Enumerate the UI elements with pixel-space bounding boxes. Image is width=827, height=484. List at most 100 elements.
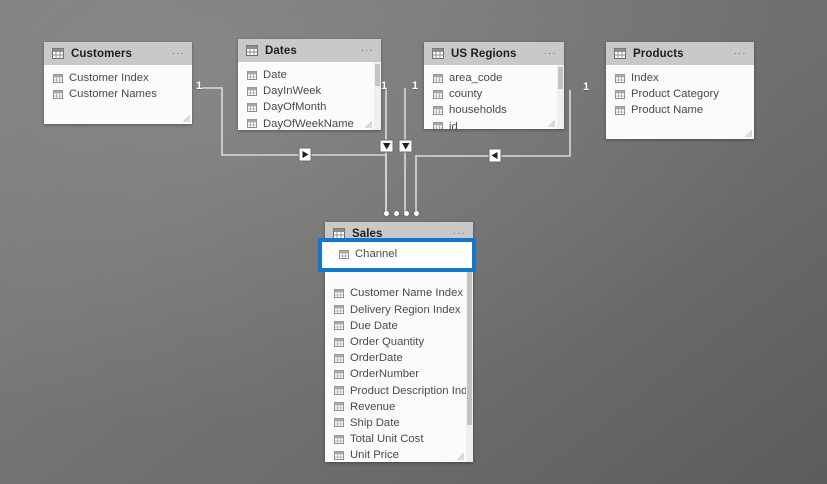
field-grid-icon — [433, 122, 443, 129]
field-grid-icon — [334, 434, 344, 444]
table-card-us-regions[interactable]: US Regions ... area_code county househol… — [424, 42, 564, 129]
scrollbar-thumb[interactable] — [467, 247, 472, 425]
relationship-arrow-markers — [298, 139, 502, 163]
field-row[interactable]: area_code — [424, 70, 564, 86]
field-grid-icon — [615, 73, 625, 83]
field-label: county — [449, 88, 483, 101]
field-row[interactable]: Index — [606, 70, 754, 86]
field-row[interactable]: Product Name — [606, 102, 754, 118]
field-row[interactable]: Revenue — [325, 399, 473, 415]
field-row[interactable]: households — [424, 102, 564, 118]
table-card-dates[interactable]: Dates ... Date DayInWeek DayOfMonth DayO… — [238, 39, 381, 130]
table-fields-customers: Customer Index Customer Names — [44, 65, 192, 102]
field-grid-icon — [334, 353, 344, 363]
relationship-endpoint-dot — [394, 211, 399, 216]
table-title-products: Products — [633, 47, 684, 60]
field-row[interactable]: OrderNumber — [325, 366, 473, 382]
cardinality-label-dates: 1 — [381, 80, 388, 92]
resize-grip-icon[interactable] — [548, 120, 555, 127]
field-label: Delivery Region Index — [350, 303, 461, 316]
table-scrollbar-us-regions[interactable] — [557, 65, 564, 129]
table-header-us-regions[interactable]: US Regions ... — [424, 42, 564, 65]
field-label: Ship Date — [350, 416, 400, 429]
field-row[interactable]: DayInWeek — [238, 83, 381, 99]
arrow-down-icon-dates — [379, 139, 394, 153]
arrow-left-icon-products — [488, 148, 502, 163]
field-grid-icon — [334, 386, 344, 396]
field-label: DayOfWeekName — [263, 117, 354, 130]
table-scrollbar-dates[interactable] — [374, 62, 381, 130]
field-label: households — [449, 104, 507, 117]
table-title-sales: Sales — [352, 227, 383, 240]
cardinality-label-customers: 1 — [196, 80, 203, 92]
table-menu-icon-us-regions[interactable]: ... — [543, 45, 557, 57]
table-card-products[interactable]: Products ... Index Product Category Prod… — [606, 42, 754, 139]
resize-grip-icon[interactable] — [457, 453, 464, 460]
field-grid-icon — [334, 337, 344, 347]
table-scrollbar-sales[interactable] — [466, 245, 473, 462]
field-label: Customer Name Index — [350, 287, 464, 300]
field-grid-icon — [334, 321, 344, 331]
field-row[interactable]: id — [424, 119, 564, 129]
field-row[interactable]: Customer Names — [44, 86, 192, 102]
field-label: Product Description Index — [350, 384, 473, 397]
table-card-customers[interactable]: Customers ... Customer Index Customer Na… — [44, 42, 192, 124]
selected-field-row-channel[interactable]: Channel — [330, 246, 397, 262]
field-label: Index — [631, 72, 659, 85]
resize-grip-icon[interactable] — [365, 121, 372, 128]
field-label: Due Date — [350, 319, 398, 332]
field-row[interactable]: Customer Name Index — [325, 285, 473, 301]
field-grid-icon — [53, 73, 63, 83]
field-label: Product Category — [631, 88, 719, 101]
table-header-customers[interactable]: Customers ... — [44, 42, 192, 65]
resize-grip-icon[interactable] — [745, 130, 752, 137]
selected-field-label: Channel — [355, 248, 398, 260]
scrollbar-thumb[interactable] — [558, 67, 563, 89]
field-row[interactable]: OrderDate — [325, 350, 473, 366]
field-label: DayInWeek — [263, 85, 322, 98]
field-grid-icon — [334, 418, 344, 428]
field-row[interactable]: Unit Price — [325, 447, 473, 462]
field-label: Product Name — [631, 104, 704, 117]
field-row[interactable]: Customer Index — [44, 70, 192, 86]
field-grid-icon — [334, 402, 344, 412]
cardinality-label-products: 1 — [583, 81, 590, 93]
table-header-products[interactable]: Products ... — [606, 42, 754, 65]
field-row[interactable]: Due Date — [325, 318, 473, 334]
field-row[interactable]: Delivery Region Index — [325, 302, 473, 318]
field-row[interactable]: DayOfMonth — [238, 99, 381, 115]
field-grid-icon — [433, 73, 443, 83]
field-row[interactable]: Total Unit Cost — [325, 431, 473, 447]
field-grid-icon — [334, 305, 344, 315]
field-row[interactable]: Product Description Index — [325, 383, 473, 399]
field-row[interactable]: Ship Date — [325, 415, 473, 431]
table-menu-icon-dates[interactable]: ... — [360, 42, 374, 54]
field-label: Customer Index — [69, 72, 149, 85]
field-grid-icon — [339, 249, 349, 259]
field-row[interactable]: DayOfWeekName — [238, 116, 381, 130]
relationship-endpoint-dot — [404, 211, 409, 216]
table-menu-icon-products[interactable]: ... — [733, 45, 747, 57]
resize-grip-icon[interactable] — [183, 115, 190, 122]
field-label: Customer Names — [69, 88, 157, 101]
field-row[interactable]: Order Quantity — [325, 334, 473, 350]
table-menu-icon-sales[interactable]: ... — [452, 225, 466, 237]
table-header-dates[interactable]: Dates ... — [238, 39, 381, 62]
field-grid-icon — [247, 70, 257, 80]
field-grid-icon — [433, 105, 443, 115]
arrow-right-icon-customers — [298, 147, 312, 162]
scrollbar-thumb[interactable] — [375, 64, 380, 86]
field-row[interactable]: county — [424, 86, 564, 102]
field-grid-icon — [53, 89, 63, 99]
field-row[interactable]: Date — [238, 67, 381, 83]
table-grid-icon — [614, 48, 626, 59]
field-grid-icon — [615, 105, 625, 115]
relationship-endpoint-dot — [383, 211, 389, 216]
table-fields-products: Index Product Category Product Name — [606, 65, 754, 119]
table-grid-icon — [432, 48, 444, 59]
field-row[interactable]: Product Category — [606, 86, 754, 102]
field-label: OrderNumber — [350, 368, 420, 381]
selection-highlight-box — [318, 238, 476, 272]
table-menu-icon-customers[interactable]: ... — [171, 45, 185, 57]
